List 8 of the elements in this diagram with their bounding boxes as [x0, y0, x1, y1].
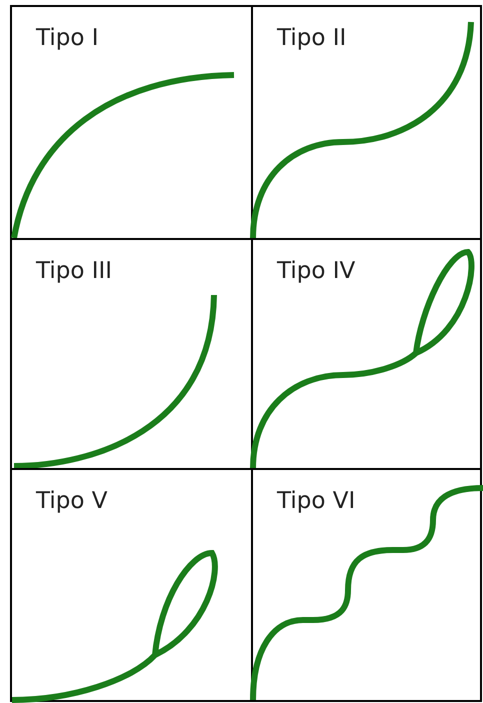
chart-panel [10, 5, 253, 240]
panel-title: Tipo IV [277, 258, 356, 284]
panel-title: Tipo III [36, 258, 112, 284]
panel-title: Tipo V [36, 488, 108, 514]
panel-title: Tipo I [36, 25, 98, 51]
panel-title: Tipo VI [277, 488, 356, 514]
chart-panel [10, 468, 253, 702]
panel-title: Tipo II [277, 25, 346, 51]
